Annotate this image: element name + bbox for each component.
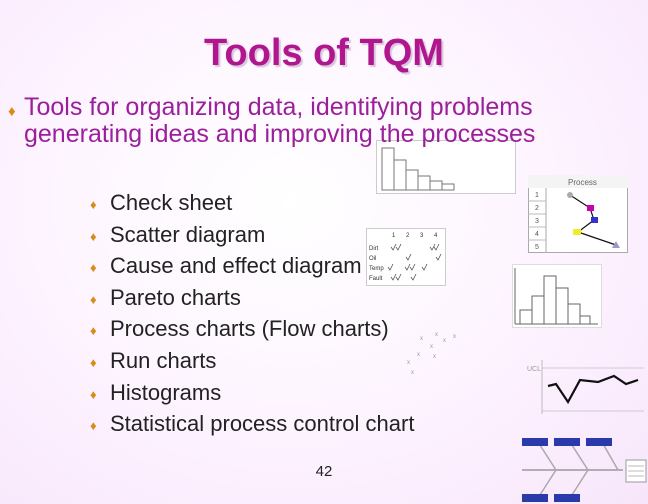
process-step: 1 (535, 192, 539, 199)
page-number: 42 (315, 463, 333, 480)
control-chart-label: UCL (527, 366, 541, 373)
scatter-diagram-image: xxx xxx xxx (407, 332, 456, 376)
svg-text:x: x (433, 354, 436, 360)
control-chart-image: UCL (527, 360, 644, 414)
check-sheet-row: Fault (369, 276, 383, 282)
process-step: 4 (535, 231, 539, 238)
process-chart-image: Process 1 2 3 4 5 (528, 175, 628, 253)
list-item-text: Scatter diagram (110, 221, 266, 247)
check-sheet-row: Temp (369, 266, 384, 272)
list-item-text: Statistical process control chart (110, 411, 415, 437)
list-item-text: Check sheet (110, 190, 233, 215)
diamond-bullet-icon: ♦ (90, 228, 97, 244)
check-sheet-image: 1 2 3 4 Dirt Oil Temp Fault (366, 228, 446, 286)
diamond-bullet-icon: ♦ (90, 197, 97, 212)
check-sheet-col: 1 (392, 233, 396, 239)
process-step: 2 (535, 205, 539, 212)
diamond-bullet-icon: ♦ (90, 386, 97, 402)
check-sheet-col: 4 (434, 233, 438, 239)
check-sheet-row: Dirt (369, 246, 379, 252)
diamond-bullet-icon: ♦ (90, 291, 97, 307)
process-step: 5 (535, 244, 539, 251)
diamond-bullet-icon: ♦ (90, 260, 97, 276)
slide-title: Tools of TQM (204, 32, 444, 74)
svg-text:x: x (430, 344, 433, 350)
list-item-text: Cause and effect diagram (110, 253, 362, 279)
svg-text:x: x (453, 334, 456, 340)
histogram-image (512, 264, 602, 328)
process-step: 3 (535, 218, 539, 225)
svg-text:x: x (417, 352, 420, 358)
check-sheet-col: 3 (420, 233, 424, 239)
main-bullet-text: Tools for organizing data, identifying p… (24, 93, 536, 148)
svg-text:x: x (443, 338, 446, 344)
svg-text:x: x (435, 332, 438, 338)
diamond-bullet-icon: ♦ (90, 323, 97, 339)
main-bullet-icon: ♦ (8, 103, 16, 120)
svg-text:x: x (407, 360, 410, 366)
svg-text:x: x (411, 370, 414, 376)
list-item-text: Pareto charts (110, 284, 241, 310)
process-chart-header: Process (568, 178, 597, 187)
diamond-bullet-icon: ♦ (90, 354, 97, 370)
list-item-text: Run charts (110, 347, 217, 373)
fishbone-diagram-image (522, 438, 647, 502)
svg-text:x: x (420, 336, 423, 342)
diamond-bullet-icon: ♦ (90, 418, 97, 434)
pareto-chart-image (376, 140, 516, 194)
list-item-text: Histograms (110, 379, 222, 405)
check-sheet-col: 2 (406, 233, 410, 239)
check-sheet-row: Oil (369, 256, 376, 262)
list-item-text: Process charts (Flow charts) (110, 316, 389, 342)
